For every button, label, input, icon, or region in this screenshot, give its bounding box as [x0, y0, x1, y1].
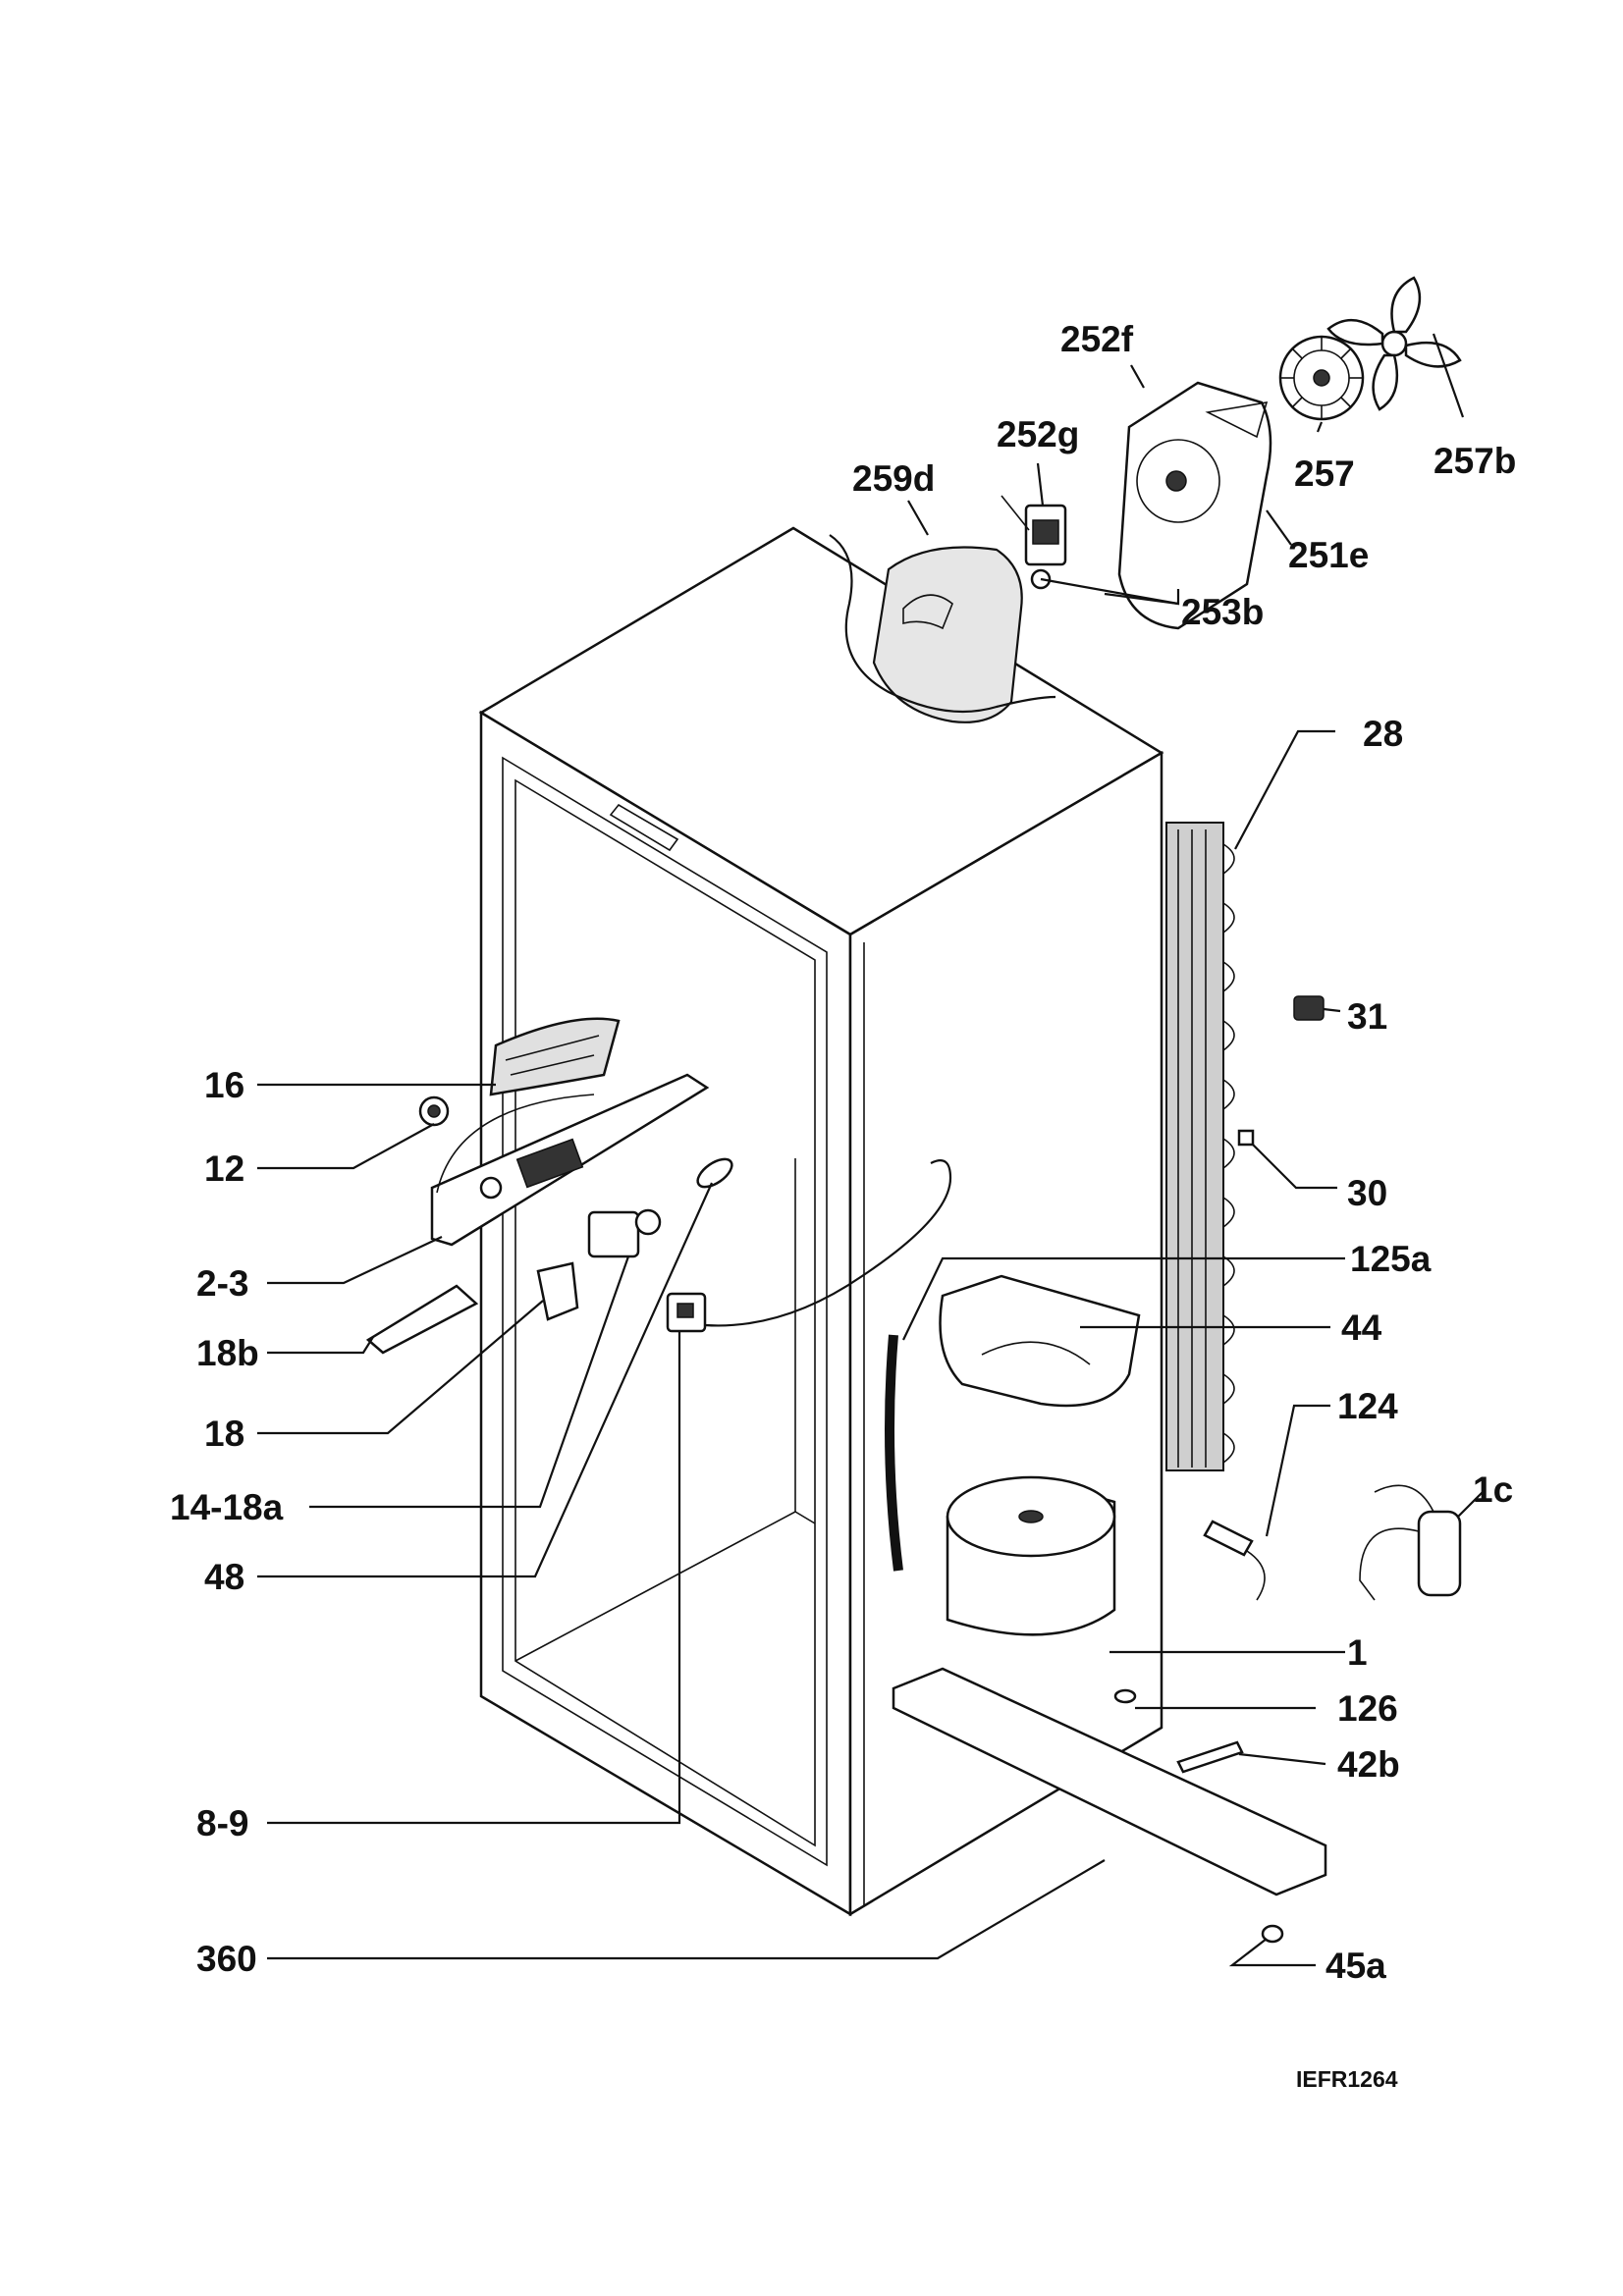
label-42b: 42b — [1337, 1744, 1400, 1785]
label-31: 31 — [1347, 996, 1387, 1037]
grommet-126 — [1113, 1688, 1137, 1704]
label-259d: 259d — [852, 458, 935, 499]
leader-lines — [257, 333, 1484, 1967]
label-252g: 252g — [997, 414, 1079, 454]
switch-18b — [365, 1284, 479, 1355]
label-18b: 18b — [196, 1333, 259, 1373]
part-labels: 252f 252g 259d 257 257b 251e 253b 28 31 … — [170, 319, 1516, 2092]
label-257: 257 — [1294, 454, 1355, 494]
compressor-1 — [946, 1475, 1116, 1636]
pipe-125a — [885, 1334, 903, 1572]
fan-motor-252g — [1001, 495, 1067, 590]
connector-wire — [704, 1159, 952, 1327]
reference-code: IEFR1264 — [1296, 2066, 1398, 2092]
connector-8-9 — [666, 1292, 707, 1333]
clamp-42b — [1176, 1740, 1244, 1774]
capacitor-1c — [1359, 1484, 1462, 1601]
fan-blade-257b — [1326, 276, 1462, 411]
control-housing-2-3 — [430, 1073, 710, 1247]
label-257b: 257b — [1434, 441, 1516, 481]
label-1c: 1c — [1473, 1469, 1513, 1510]
relay-124 — [1203, 1520, 1266, 1601]
cabinet-360 — [478, 526, 1164, 1917]
base-plate-360 — [892, 1667, 1327, 1896]
label-126: 126 — [1337, 1688, 1398, 1729]
foot-45a — [1261, 1924, 1284, 1944]
label-44: 44 — [1341, 1308, 1382, 1348]
clip-30 — [1237, 1129, 1255, 1147]
thermostat-14-18a — [587, 1208, 662, 1258]
fan-wheel-257 — [1278, 335, 1365, 421]
label-18: 18 — [204, 1414, 244, 1454]
label-252f: 252f — [1060, 319, 1134, 359]
label-28: 28 — [1363, 714, 1403, 754]
label-251e: 251e — [1288, 535, 1369, 575]
label-125a: 125a — [1350, 1239, 1432, 1279]
label-45a: 45a — [1325, 1946, 1386, 1986]
fan-cover-259d — [872, 546, 1023, 723]
label-8-9: 8-9 — [196, 1803, 248, 1843]
label-12: 12 — [204, 1148, 244, 1189]
condenser-28 — [1165, 822, 1235, 1471]
label-16: 16 — [204, 1065, 244, 1105]
switch-18 — [536, 1261, 579, 1321]
label-48: 48 — [204, 1557, 244, 1597]
label-1: 1 — [1347, 1632, 1368, 1673]
label-124: 124 — [1337, 1386, 1398, 1426]
label-30: 30 — [1347, 1173, 1387, 1213]
fan-wire — [829, 534, 1056, 714]
lamp-48 — [696, 1157, 733, 1189]
lamp-cover-16 — [489, 1017, 621, 1096]
label-14-18a: 14-18a — [170, 1487, 284, 1527]
drip-tray-44 — [939, 1274, 1141, 1408]
knob-12 — [418, 1095, 450, 1127]
label-253b: 253b — [1181, 592, 1264, 632]
bracket-31 — [1293, 995, 1325, 1021]
label-2-3: 2-3 — [196, 1263, 248, 1304]
label-360: 360 — [196, 1939, 257, 1979]
